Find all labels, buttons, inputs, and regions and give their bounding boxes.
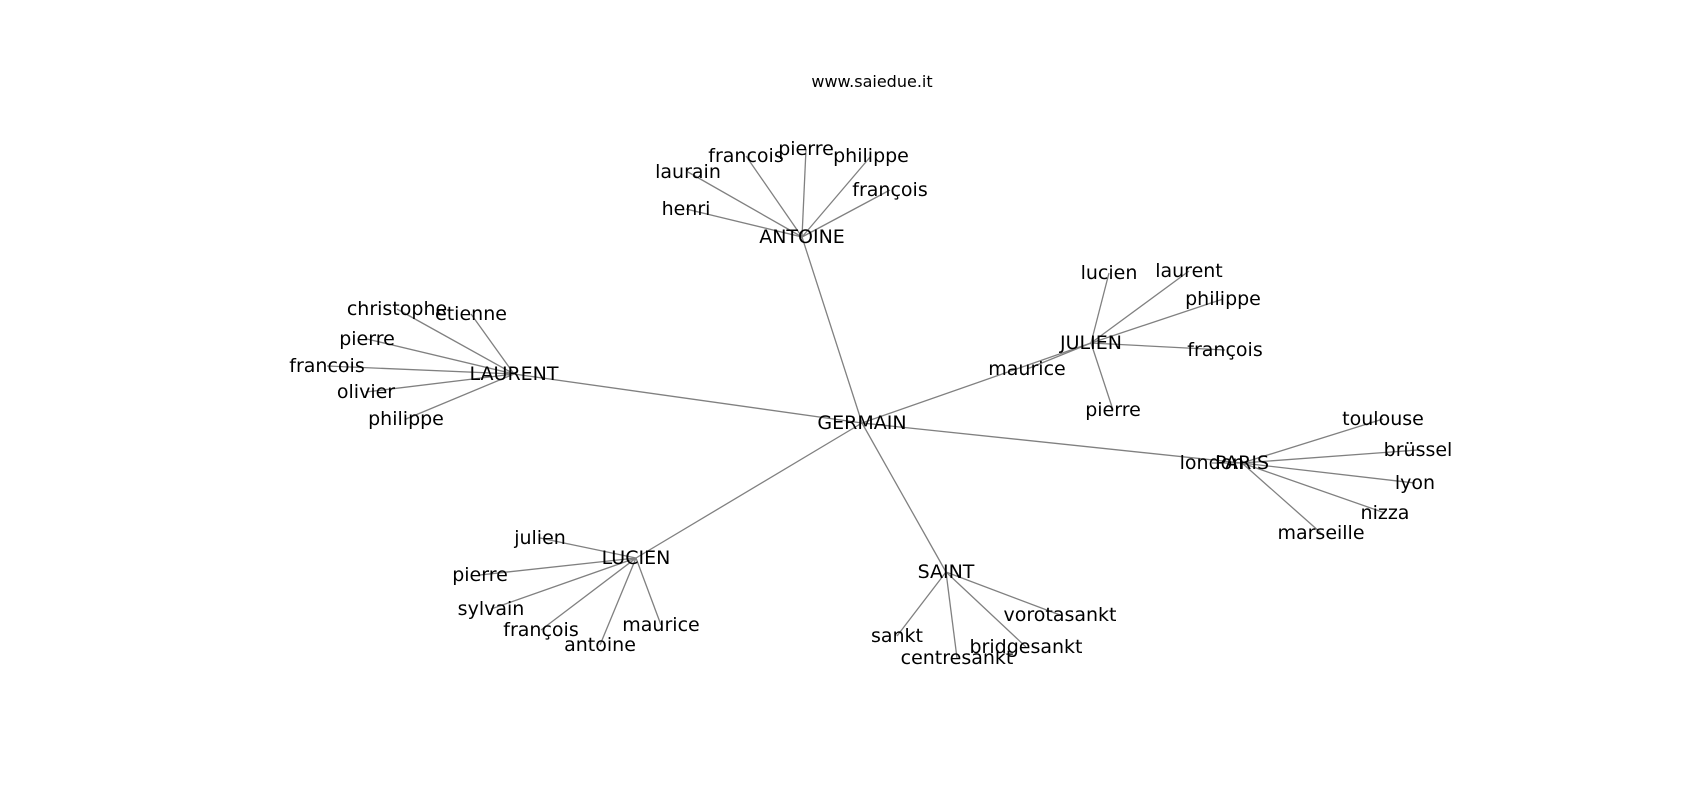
node-laurent-francois: francois [289,355,364,377]
edge-germain-antoine [801,236,863,424]
edge-germain-saint [861,422,947,573]
edge-saint-sankt [896,571,947,637]
edge-paris-lyon [1241,462,1416,484]
edge-saint-vorotasankt [945,571,1061,616]
edge-lucien-antoine [599,557,637,646]
node-saint-bridgesankt: bridgesankt [970,636,1083,658]
edge-laurent-christophe [396,308,515,375]
edge-julien-francois [1090,342,1226,351]
edge-laurent-etienne [470,313,515,375]
edge-julien-pierre [1090,342,1114,411]
node-laurent-olivier: olivier [337,381,395,403]
edge-julien-lucien [1090,272,1110,344]
node-julien-lucien: lucien [1081,262,1138,284]
node-antoine-philippe: philippe [833,145,909,167]
node-antoine-henri: henri [662,198,711,220]
edge-saint-bridgesankt [945,571,1027,648]
node-antoine-laurain: laurain [655,161,721,183]
node-saint-sankt: sankt [871,625,923,647]
node-lucien-francois: françois [503,619,578,641]
node-laurent-philippe: philippe [368,408,444,430]
node-lucien-pierre: pierre [452,564,508,586]
edge-germain-paris [861,422,1243,464]
node-saint-vorotasankt: vorotasankt [1003,604,1116,626]
edge-paris-toulouse [1241,418,1384,464]
node-paris-lyon: lyon [1395,472,1435,494]
edge-antoine-pierre [801,148,807,238]
edge-germain-julien [861,342,1092,424]
edge-antoine-philippe [801,155,872,238]
edge-laurent-philippe [405,373,515,420]
node-julien-philippe: philippe [1185,288,1261,310]
node-paris-nizza: nizza [1361,502,1410,524]
node-paris-marseille: marseille [1277,522,1364,544]
node-antoine: ANTOINE [759,226,845,248]
node-paris: PARIS [1215,452,1269,474]
node-lucien-julien: julien [513,527,566,549]
edge-julien-philippe [1090,298,1224,344]
node-paris-london: london [1180,452,1245,474]
node-laurent: LAURENT [470,363,559,385]
edge-germain-lucien [635,422,863,559]
edges-layer [326,148,1419,659]
edge-lucien-sylvain [490,557,637,610]
edge-laurent-pierre [366,338,515,375]
edge-lucien-julien [539,537,637,559]
edge-laurent-olivier [365,373,515,393]
edge-paris-nizza [1241,462,1386,514]
node-julien-laurent: laurent [1155,260,1223,282]
node-saint: SAINT [918,561,975,583]
node-paris-toulouse: toulouse [1342,408,1424,430]
edge-antoine-francois [745,155,803,238]
edge-paris-brussel [1241,449,1419,464]
edge-lucien-francois [540,557,637,631]
node-laurent-etienne: etienne [435,303,507,325]
edge-paris-marseille [1241,462,1322,534]
edge-julien-laurent [1090,270,1190,344]
node-antoine-francois-cedilla: françois [852,179,927,201]
node-julien-pierre: pierre [1085,399,1141,421]
edge-germain-laurent [513,373,863,424]
node-julien-francois: françois [1187,339,1262,361]
node-paris-brussel: brüssel [1384,439,1453,461]
node-julien: JULIEN [1059,332,1122,354]
node-antoine-pierre: pierre [778,138,834,160]
edge-lucien-pierre [479,557,637,576]
node-lucien-maurice: maurice [622,614,699,636]
node-laurent-christophe: christophe [347,298,447,320]
node-julien-maurice: maurice [988,358,1065,380]
node-saint-centresankt: centresankt [901,647,1014,669]
node-laurent-pierre: pierre [339,328,395,350]
node-lucien: LUCIEN [602,547,671,569]
edge-antoine-francois-cedilla [801,189,891,238]
node-lucien-antoine: antoine [564,634,636,656]
node-lucien-sylvain: sylvain [458,598,525,620]
edge-saint-centresankt [945,571,958,659]
edge-julien-maurice [1026,342,1092,370]
edge-antoine-henri [685,208,803,238]
edge-antoine-laurain [687,171,803,238]
edge-lucien-maurice [635,557,662,626]
node-antoine-francois: francois [708,145,783,167]
edge-laurent-francois [326,365,515,375]
site-caption: www.saiedue.it [811,72,933,91]
node-germain: GERMAIN [817,412,906,434]
